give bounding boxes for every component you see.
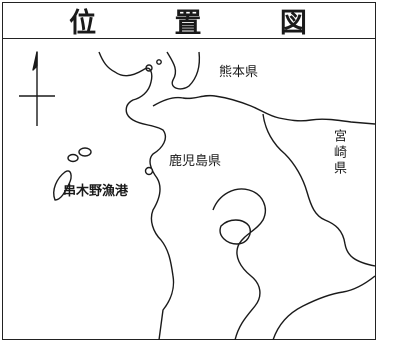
sakurajima [219,219,251,245]
kumamoto-kagoshima-border [152,94,375,125]
north-arrow-icon [19,51,55,126]
kumamoto-coast [166,51,201,90]
label-port: 串木野漁港 [63,184,129,199]
title-char-1: 位 [69,8,99,39]
island-small-1 [145,64,153,72]
west-coastline [98,51,175,340]
location-map [19,51,375,340]
koshiki-islands [53,147,92,201]
map-frame: 位 置 図 [2,2,376,340]
kagoshima-bay-coast [212,188,267,340]
port-marker [144,166,154,176]
label-kagoshima: 鹿児島県 [169,154,222,169]
label-kumamoto: 熊本県 [219,65,259,80]
title-bar: 位 置 図 [3,3,375,39]
title-char-3: 図 [279,8,309,39]
title-char-2: 置 [174,8,204,39]
kagoshima-miyazaki-border [262,113,375,267]
island-small-2 [156,59,162,65]
label-miyazaki: 宮崎県 [331,129,346,177]
osumi-coast [272,275,375,340]
